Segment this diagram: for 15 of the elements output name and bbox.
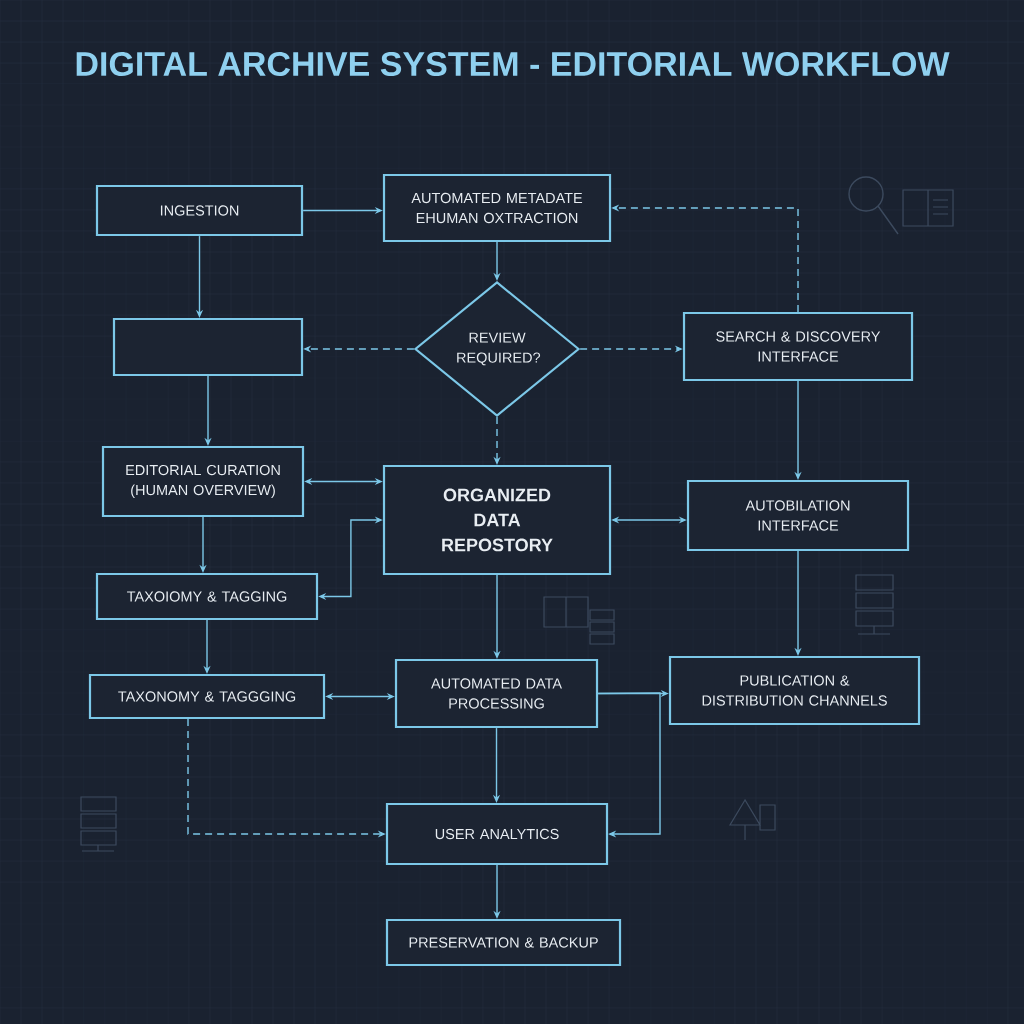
process-box: ORGANIZED DATA REPOSTORY <box>382 464 612 576</box>
process-box: AUTOMATED METADATE EHUMAN OXTRACTION <box>382 173 612 243</box>
process-box: INGESTION <box>95 184 304 237</box>
process-box: TAXOIOMY & TAGGING <box>95 572 319 621</box>
process-box: AUTOBILATION INTERFACE <box>686 479 910 552</box>
empty-box <box>112 317 304 377</box>
process-box: USER ANALYTICS <box>385 802 609 866</box>
process-box: EDITORIAL CURATION (HUMAN OVERVIEW) <box>101 445 305 518</box>
process-box: PRESERVATION & BACKUP <box>385 918 622 967</box>
process-box: TAXONOMY & TAGGGING <box>88 673 326 720</box>
process-box: SEARCH & DISCOVERY INTERFACE <box>682 311 914 382</box>
arrow <box>597 692 661 838</box>
process-box: AUTOMATED DATA PROCESSING <box>394 658 599 729</box>
process-box: PUBLICATION & DISTRIBUTION CHANNELS <box>668 655 921 726</box>
title: DIGITAL ARCHIVE SYSTEM - EDITORIAL WORKFLOW <box>76 51 950 77</box>
